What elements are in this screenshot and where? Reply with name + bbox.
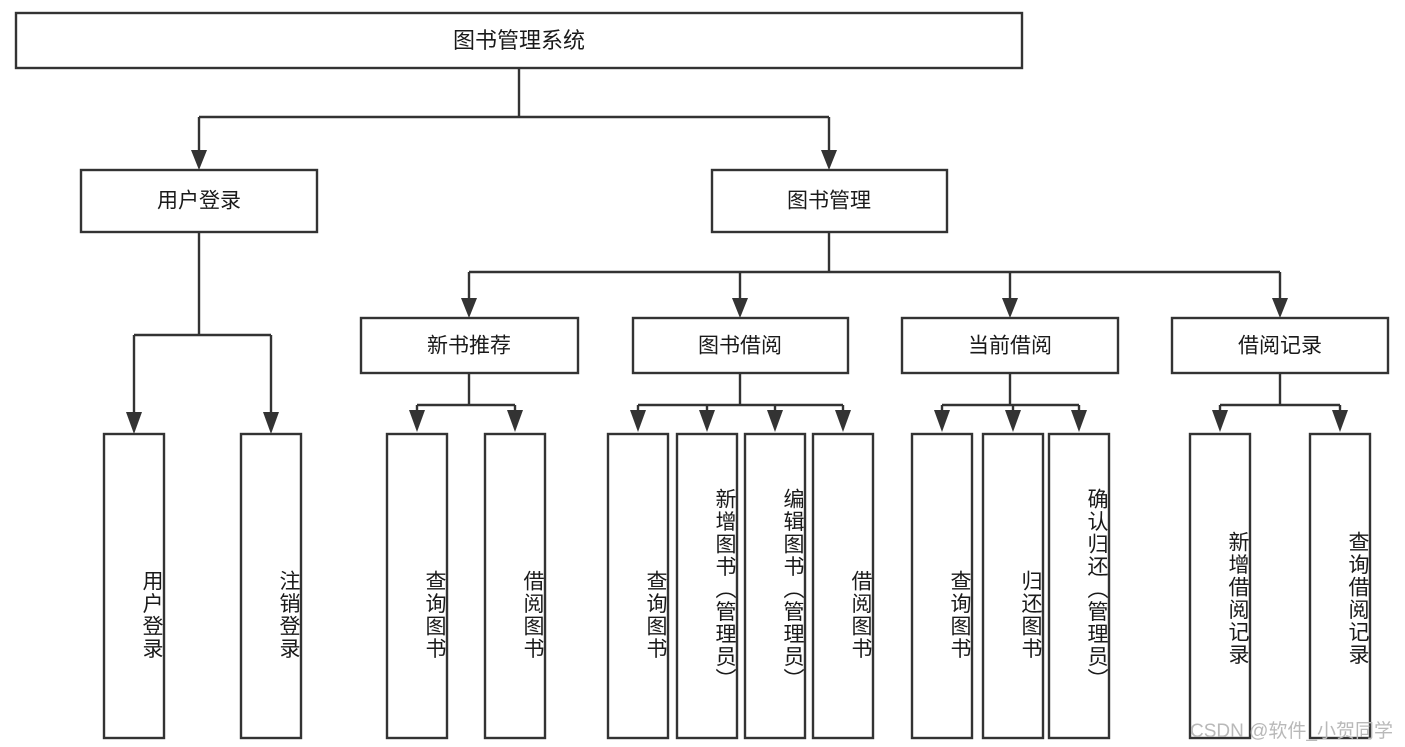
connector-user-login-to-leaves xyxy=(126,232,279,434)
borrow-record-label: 借阅记录 xyxy=(1238,335,1322,358)
leaf-box[interactable] xyxy=(102,432,166,740)
arrow-head-icon xyxy=(1332,410,1348,432)
node-book-management[interactable]: 图书管理 xyxy=(710,168,949,234)
arrow-head-icon xyxy=(630,410,646,432)
leaf-box[interactable] xyxy=(811,432,875,740)
arrow-head-icon xyxy=(507,410,523,432)
current-borrow-label: 当前借阅 xyxy=(968,335,1052,358)
new-book-recommend-box xyxy=(359,316,580,375)
arrow-head-icon xyxy=(1071,410,1087,432)
user-login-box xyxy=(79,168,319,234)
leaf-box[interactable] xyxy=(1308,432,1372,740)
leaf-box[interactable] xyxy=(1188,432,1252,740)
connector-book-management-to-level3 xyxy=(461,232,1288,318)
arrow-head-icon xyxy=(821,150,837,170)
leaf-box[interactable] xyxy=(981,432,1045,740)
user-login-label: 用户登录 xyxy=(157,190,241,213)
node-new-book-recommend[interactable]: 新书推荐 xyxy=(359,316,580,375)
leaf-box[interactable] xyxy=(1047,432,1111,740)
leaf-box[interactable] xyxy=(675,432,739,740)
leaf-box[interactable] xyxy=(239,432,303,740)
connector-borrow-record-to-leaves xyxy=(1212,373,1348,432)
node-root[interactable]: 图书管理系统 xyxy=(14,11,1024,70)
node-borrow-record[interactable]: 借阅记录 xyxy=(1170,316,1390,375)
connector-new-book-recommend-to-leaves xyxy=(409,373,523,432)
new-book-recommend-label: 新书推荐 xyxy=(427,335,511,358)
leaf-boxes xyxy=(102,432,1372,740)
arrow-head-icon xyxy=(699,410,715,432)
leaf-box[interactable] xyxy=(606,432,670,740)
arrow-head-icon xyxy=(461,298,477,318)
leaf-box[interactable] xyxy=(483,432,547,740)
arrow-head-icon xyxy=(263,412,279,434)
leaf-box[interactable] xyxy=(910,432,974,740)
csdn-watermark: CSDN @软件_小贺同学 xyxy=(1190,721,1393,742)
arrow-head-icon xyxy=(934,410,950,432)
book-management-label: 图书管理 xyxy=(787,190,871,213)
arrow-head-icon xyxy=(191,150,207,170)
node-current-borrow[interactable]: 当前借阅 xyxy=(900,316,1120,375)
node-book-borrow[interactable]: 图书借阅 xyxy=(631,316,850,375)
leaf-box[interactable] xyxy=(385,432,449,740)
arrow-head-icon xyxy=(126,412,142,434)
arrow-head-icon xyxy=(732,298,748,318)
leaf-box[interactable] xyxy=(743,432,807,740)
current-borrow-box xyxy=(900,316,1120,375)
arrow-head-icon xyxy=(1005,410,1021,432)
root-box xyxy=(14,11,1024,70)
arrow-head-icon xyxy=(1272,298,1288,318)
arrow-head-icon xyxy=(1212,410,1228,432)
root-label: 图书管理系统 xyxy=(453,28,585,53)
arrow-head-icon xyxy=(767,410,783,432)
arrow-head-icon xyxy=(409,410,425,432)
book-borrow-label: 图书借阅 xyxy=(698,335,782,358)
arrow-head-icon xyxy=(835,410,851,432)
node-user-login[interactable]: 用户登录 xyxy=(79,168,319,234)
connector-book-borrow-to-leaves xyxy=(630,373,851,432)
connector-current-borrow-to-leaves xyxy=(934,373,1087,432)
connector-root-to-level2 xyxy=(191,68,837,170)
arrow-head-icon xyxy=(1002,298,1018,318)
